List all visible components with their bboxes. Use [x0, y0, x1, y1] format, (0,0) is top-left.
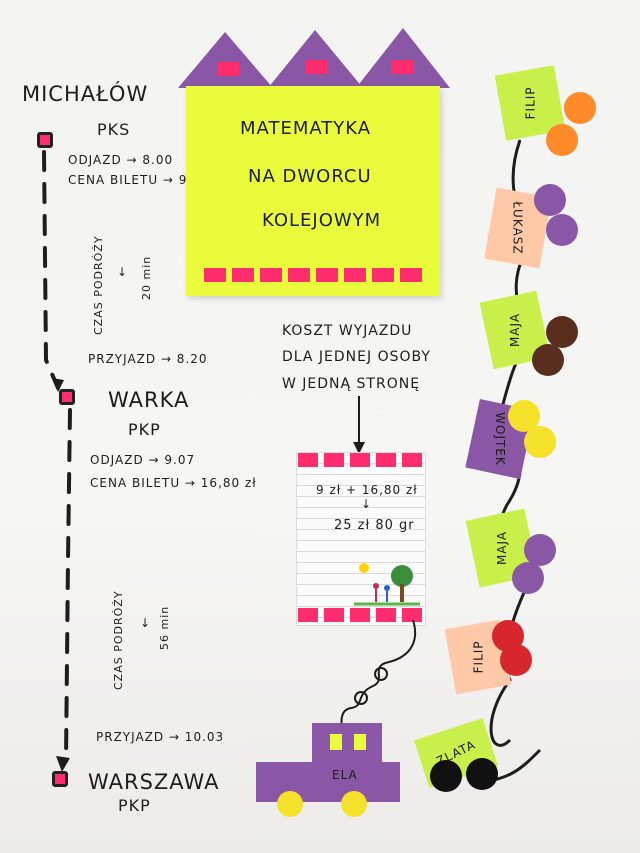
- start-station-name: MICHAŁÓW: [22, 82, 149, 106]
- wagon-2-label: ŁUKASZ: [510, 201, 525, 255]
- wagon-6-label: FILIP: [471, 640, 485, 674]
- end-operator: PKP: [118, 796, 151, 815]
- arrival-2: PRZYJAZD → 10.03: [96, 730, 225, 744]
- travel-time-2-arrow: ↓: [140, 616, 152, 630]
- cost-line-2: DLA JEDNEJ OSOBY: [282, 349, 431, 365]
- calculation-text: 9 zł + 16,80 zł: [316, 483, 418, 497]
- house-roof: [178, 28, 450, 88]
- engine-shape: [256, 723, 400, 817]
- wagon-3-wheel-bottom: [532, 344, 564, 376]
- card-pink-strip-bottom: [298, 608, 422, 622]
- wagon-6-wheel-bottom: [500, 644, 532, 676]
- calculation-card: [296, 452, 426, 626]
- wagon-5-wheel-top: [524, 534, 556, 566]
- wagon-4-label: WOJTEK: [492, 412, 507, 466]
- cost-arrow: [353, 396, 365, 454]
- departure-2: ODJAZD → 9.07: [90, 453, 196, 467]
- stop-station-name: WARKA: [108, 388, 190, 412]
- wagon-1-label: FILIP: [523, 86, 537, 120]
- ticket-price-2: CENA BILETU → 16,80 zł: [90, 476, 257, 490]
- child-drawing: [354, 563, 420, 606]
- cost-line-1: KOSZT WYJAZDU: [282, 323, 413, 339]
- arrival-1: PRZYJAZD → 8.20: [88, 352, 208, 366]
- wagon-7-wheel-right: [466, 758, 498, 790]
- stop-station-marker: [59, 389, 75, 405]
- wagon-1-wheel-bottom: [546, 124, 578, 156]
- end-station-name: WARSZAWA: [88, 770, 220, 794]
- title-line-3: KOLEJOWYM: [262, 210, 382, 231]
- wagon-3-wheel-top: [546, 316, 578, 348]
- wagon-2-wheel-top: [534, 184, 566, 216]
- stop-operator: PKP: [128, 420, 161, 439]
- departure-1: ODJAZD → 8.00: [68, 153, 174, 167]
- wagon-7-wheel-left: [430, 760, 462, 792]
- calculation-arrow: ↓: [361, 497, 373, 511]
- ticket-price-1: CENA BILETU → 9 zł: [68, 173, 204, 187]
- end-station-marker: [52, 771, 68, 787]
- wagon-5-label: MAJA: [494, 530, 509, 566]
- title-pink-strip: [204, 268, 422, 282]
- cost-line-3: W JEDNĄ STRONĘ: [282, 376, 421, 392]
- title-sticky-note: [186, 86, 440, 296]
- calculation-result: 25 zł 80 gr: [334, 518, 415, 533]
- curly-string: [340, 619, 416, 735]
- travel-time-1-value: 20 min: [140, 255, 153, 300]
- route-dashed-line: [42, 150, 72, 772]
- start-operator: PKS: [97, 120, 131, 139]
- engine-label: ELA: [332, 768, 358, 782]
- travel-time-1-arrow: ↓: [117, 265, 129, 279]
- wagon-1-wheel-top: [564, 92, 596, 124]
- title-line-2: NA DWORCU: [248, 166, 372, 187]
- wagon-3-label: MAJA: [507, 312, 522, 348]
- card-pink-strip-top: [298, 453, 422, 467]
- title-line-1: MATEMATYKA: [240, 118, 372, 139]
- wagon-4-wheel-bottom: [524, 426, 556, 458]
- travel-time-2-value: 56 min: [158, 605, 171, 650]
- start-station-marker: [37, 132, 53, 148]
- wagon-2-wheel-bottom: [546, 214, 578, 246]
- wagon-5-wheel-bottom: [512, 562, 544, 594]
